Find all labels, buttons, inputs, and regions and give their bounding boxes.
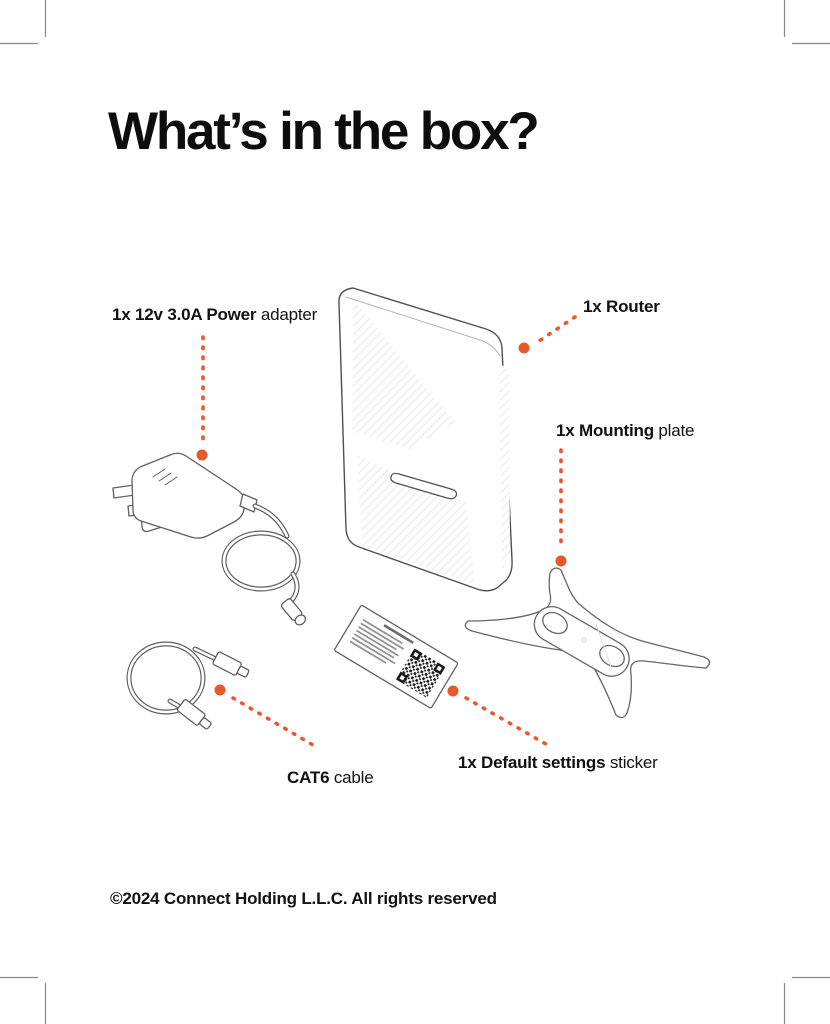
leader-lines — [196, 315, 577, 750]
leader-dot-router — [518, 342, 530, 354]
label-mounting-plate: 1x Mounting plate — [556, 421, 694, 441]
label-power-adapter-rest: adapter — [256, 305, 318, 324]
label-default-settings-sticker-rest: sticker — [605, 753, 658, 772]
leader-sticker — [464, 696, 553, 749]
mounting-plate-illustration — [464, 567, 711, 719]
router-illustration — [338, 287, 513, 592]
leader-dot-power-adapter — [196, 449, 208, 461]
label-mounting-plate-bold: 1x Mounting — [556, 421, 654, 440]
label-default-settings-sticker: 1x Default settings sticker — [458, 753, 658, 773]
leader-dot-cat6-cable — [214, 684, 226, 696]
leader-dot-mounting-plate — [555, 555, 567, 567]
label-mounting-plate-rest: plate — [653, 421, 695, 440]
label-router: 1x Router — [583, 297, 660, 317]
label-power-adapter-bold: 1x 12v 3.0A Power — [112, 305, 257, 324]
label-power-adapter: 1x 12v 3.0A Power adapter — [112, 305, 317, 325]
cat6-cable-illustration — [126, 641, 250, 730]
qr-code — [395, 648, 446, 698]
leader-router — [534, 315, 577, 345]
leader-dot-sticker — [447, 685, 459, 697]
default-settings-sticker-illustration — [334, 604, 459, 709]
power-adapter-illustration — [112, 452, 307, 626]
label-router-bold: 1x Router — [583, 297, 660, 316]
label-default-settings-sticker-bold: 1x Default settings — [458, 753, 606, 772]
page-title: What’s in the box? — [108, 102, 540, 161]
label-cat6-cable-bold: CAT6 — [287, 768, 330, 787]
label-cat6-cable-rest: cable — [329, 768, 374, 787]
copyright-text: ©2024 Connect Holding L.L.C. All rights … — [110, 889, 497, 908]
label-cat6-cable: CAT6 cable — [287, 768, 374, 788]
leader-cat6-cable — [231, 696, 320, 750]
